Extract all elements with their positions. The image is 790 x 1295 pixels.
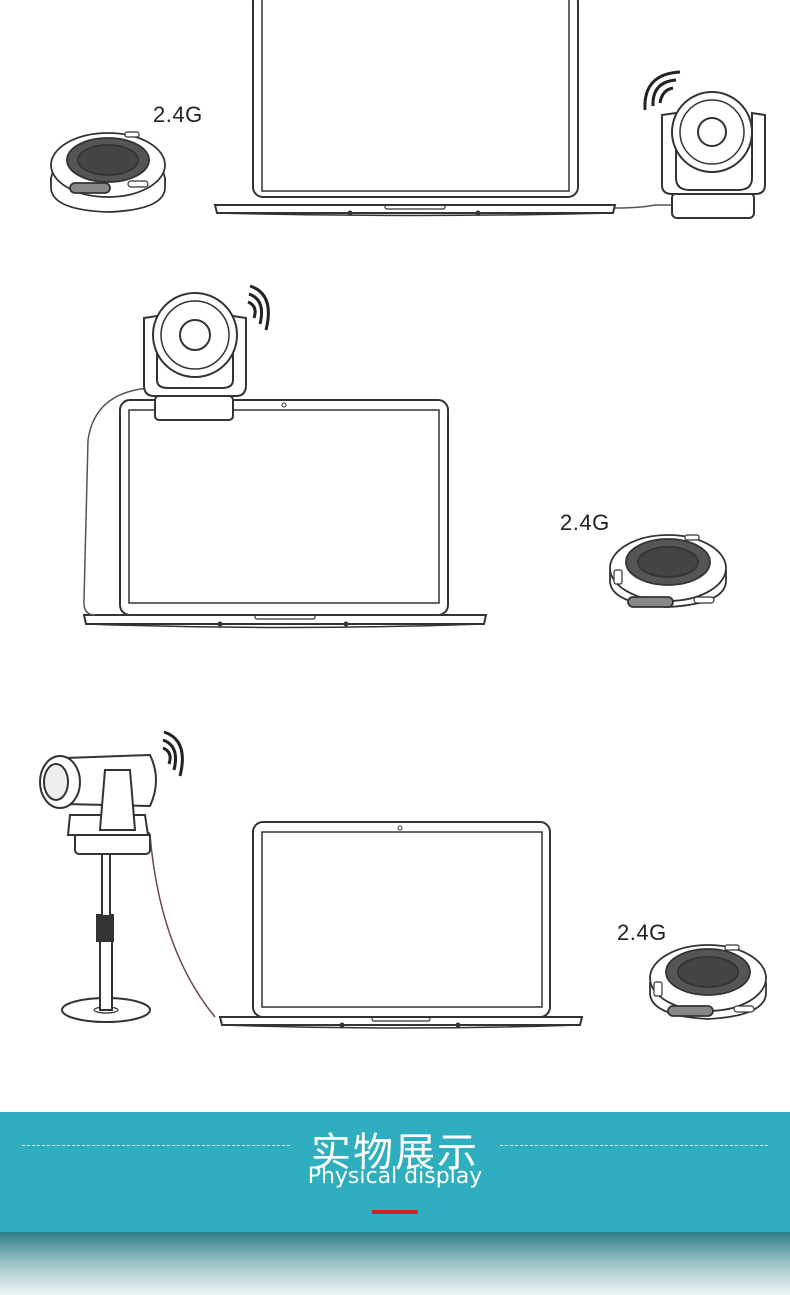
setup-scene-2: 2.4G bbox=[0, 270, 790, 650]
usb-cable-icon bbox=[83, 387, 151, 616]
wireless-band-label: 2.4G bbox=[617, 920, 667, 945]
wifi-signal-icon bbox=[643, 70, 681, 111]
speakerphone-icon bbox=[50, 131, 166, 213]
setup-scene-1: 2.4G bbox=[0, 0, 790, 240]
usb-cable-icon bbox=[614, 204, 672, 209]
camera-tripod-icon bbox=[61, 847, 151, 1023]
scene-2-illustration bbox=[82, 284, 727, 629]
ptz-camera-icon bbox=[39, 753, 157, 855]
scene-1-illustration bbox=[50, 0, 766, 219]
section-subtitle: Physical display bbox=[307, 1164, 483, 1189]
section-title: 实物展示 bbox=[311, 1130, 479, 1176]
speakerphone-icon bbox=[649, 944, 767, 1020]
speakerphone-icon bbox=[609, 534, 727, 608]
banner-divider-left bbox=[22, 1145, 290, 1146]
scene-3-illustration bbox=[39, 730, 767, 1029]
usb-cable-icon bbox=[149, 834, 216, 1018]
accent-bar bbox=[372, 1210, 418, 1214]
laptop-icon bbox=[218, 821, 584, 1029]
banner-divider-right bbox=[500, 1145, 768, 1146]
laptop-icon bbox=[213, 0, 617, 217]
ptz-camera-icon bbox=[661, 91, 766, 219]
wireless-band-label: 2.4G bbox=[153, 102, 203, 127]
banner-shadow bbox=[0, 1232, 790, 1295]
wifi-signal-icon bbox=[247, 284, 270, 331]
setup-scene-3: 2.4G bbox=[0, 720, 790, 1040]
laptop-icon bbox=[82, 399, 488, 629]
wifi-signal-icon bbox=[162, 730, 184, 777]
ptz-camera-icon bbox=[143, 292, 247, 421]
wireless-band-label: 2.4G bbox=[560, 510, 610, 535]
